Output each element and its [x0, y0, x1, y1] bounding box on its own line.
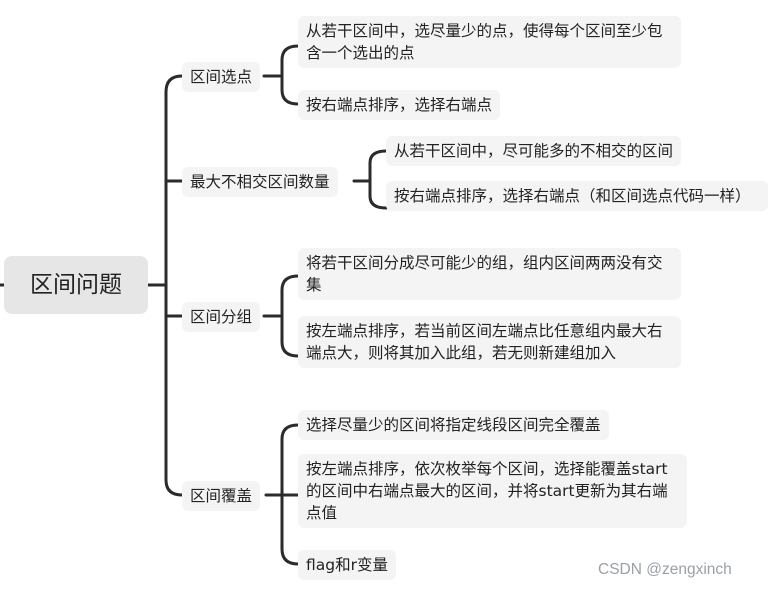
leaf-node[interactable]: 从若干区间中，尽可能多的不相交的区间: [386, 136, 682, 166]
branch-node-interval-group[interactable]: 区间分组: [182, 302, 261, 332]
leaf-node[interactable]: 按左端点排序，若当前区间左端点比任意组内最大右端点大，则将其加入此组，若无则新建…: [298, 316, 681, 368]
leaf-node[interactable]: 选择尽量少的区间将指定线段区间完全覆盖: [298, 410, 609, 440]
leaf-node[interactable]: 将若干区间分成尽可能少的组，组内区间两两没有交集: [298, 248, 681, 300]
level1-trunk: [164, 74, 184, 497]
leaf-node[interactable]: 按左端点排序，依次枚举每个区间，选择能覆盖start的区间中右端点最大的区间，并…: [298, 454, 687, 528]
leaf-node[interactable]: flag和r变量: [298, 550, 396, 580]
root-node[interactable]: 区间问题: [4, 256, 148, 314]
watermark: CSDN @zengxinch: [598, 561, 732, 578]
branch3-bracket: [280, 274, 300, 358]
branch1-bracket: [280, 44, 300, 106]
leaf-node[interactable]: 按右端点排序，选择右端点（和区间选点代码一样）: [386, 181, 768, 211]
leaf-node[interactable]: 从若干区间中，选尽量少的点，使得每个区间至少包含一个选出的点: [298, 16, 681, 68]
branch-node-interval-point[interactable]: 区间选点: [182, 62, 261, 92]
branch2-bracket: [368, 149, 388, 210]
branch-node-max-disjoint[interactable]: 最大不相交区间数量: [182, 167, 338, 197]
branch-node-interval-cover[interactable]: 区间覆盖: [182, 481, 261, 511]
leaf-node[interactable]: 按右端点排序，选择右端点: [298, 90, 501, 120]
